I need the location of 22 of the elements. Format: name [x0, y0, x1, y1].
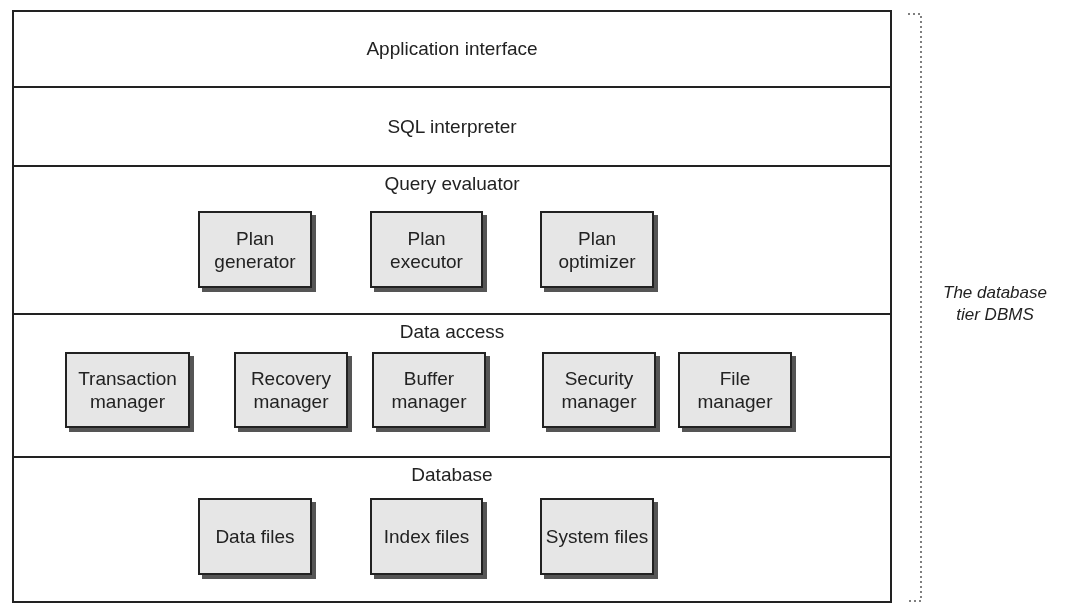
layer-band [12, 10, 892, 88]
layer-band [12, 456, 892, 603]
layer-title: Query evaluator [383, 173, 521, 195]
component-label: Plan optimizer [557, 226, 637, 273]
component-label: System files [545, 525, 649, 548]
layer-title: SQL interpreter [386, 115, 518, 138]
layer-title: Application interface [365, 38, 539, 60]
layer-band [12, 165, 892, 315]
side-label: The database tier DBMS [942, 282, 1048, 326]
layer-title: Data access [398, 321, 506, 343]
component-label: Plan executor [389, 226, 464, 273]
component-label: Plan generator [213, 226, 297, 273]
component-label: Recovery manager [249, 367, 333, 413]
component-label: Transaction manager [77, 367, 178, 413]
component-label: Data files [215, 525, 295, 548]
component-label: Index files [383, 525, 470, 548]
component-label: Buffer manager [390, 367, 468, 413]
layer-band [12, 313, 892, 458]
component-label: Security manager [560, 367, 638, 413]
layer-title: Database [410, 464, 494, 486]
layer-band [12, 86, 892, 167]
component-label: File manager [696, 367, 774, 413]
